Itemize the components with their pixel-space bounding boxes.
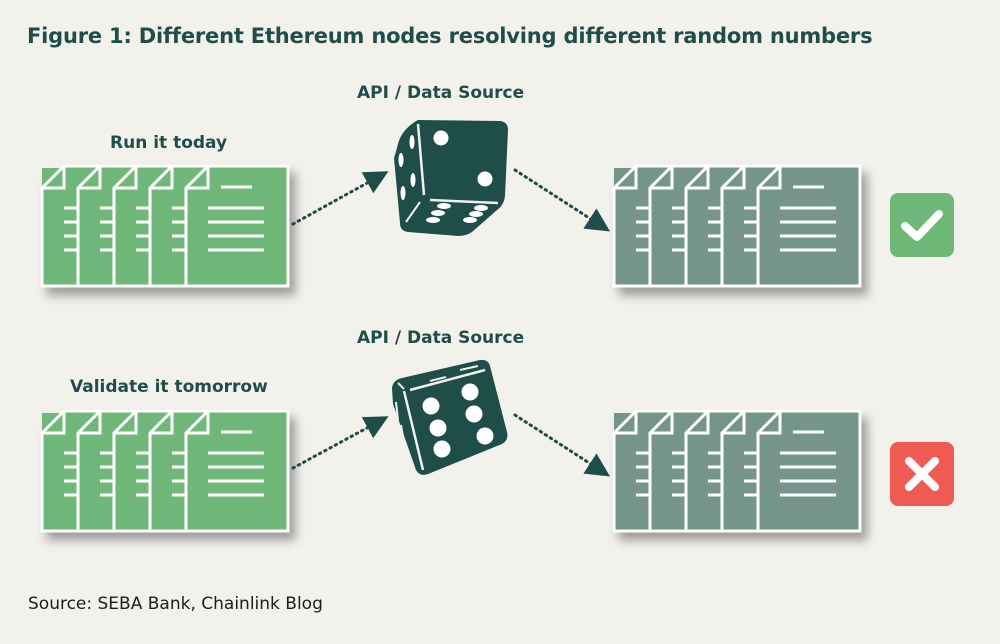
figure-title: Figure 1: Different Ethereum nodes resol… [27, 24, 873, 48]
document-icon [756, 164, 862, 288]
x-icon [890, 442, 954, 506]
document-icon [184, 164, 290, 288]
document-icon [756, 409, 862, 533]
row2-arrow-to-output [513, 413, 611, 477]
dice-icon [392, 359, 508, 475]
row1-source-label: API / Data Source [357, 83, 525, 103]
checkmark-icon [890, 193, 954, 257]
row2-input-label: Validate it tomorrow [70, 377, 268, 397]
document-icon [184, 409, 290, 533]
row1-arrow-to-output [513, 168, 611, 232]
row1-input-label: Run it today [110, 133, 228, 153]
row1-input-document-stack [40, 164, 290, 288]
failure-badge [890, 442, 954, 506]
row2-input-document-stack [40, 409, 290, 533]
row1-output-document-stack [612, 164, 862, 288]
row2-arrow-to-source [291, 416, 389, 470]
row2-source-label: API / Data Source [357, 328, 525, 348]
row2-output-document-stack [612, 409, 862, 533]
row1-arrow-to-source [291, 171, 389, 226]
figure-source: Source: SEBA Bank, Chainlink Blog [28, 594, 323, 614]
success-badge [890, 193, 954, 257]
dice-icon [394, 120, 508, 236]
